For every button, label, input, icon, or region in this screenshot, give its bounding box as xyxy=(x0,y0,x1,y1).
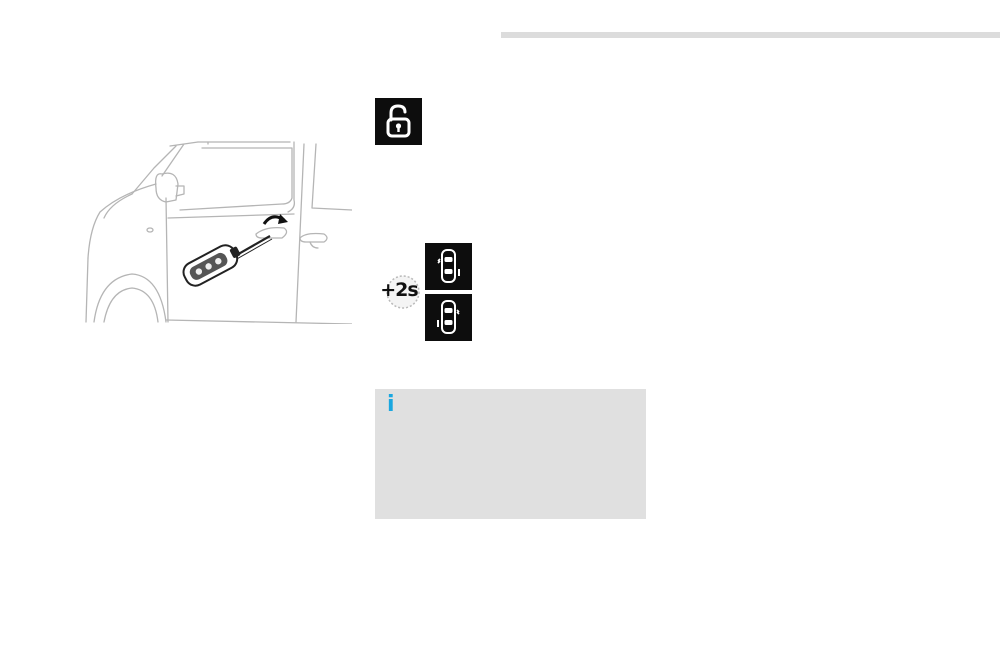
timer-2s-icon: +2s xyxy=(373,272,425,312)
vehicle-doors-icon xyxy=(425,294,472,341)
info-icon: i xyxy=(387,392,395,417)
vehicle-doors-icon xyxy=(425,243,472,290)
timer-label: +2s xyxy=(380,279,418,301)
section-divider xyxy=(501,32,1000,38)
padlock-open-icon xyxy=(375,98,422,145)
van-door-key-unlock-illustration xyxy=(85,141,352,324)
info-note-box: i xyxy=(375,389,646,519)
